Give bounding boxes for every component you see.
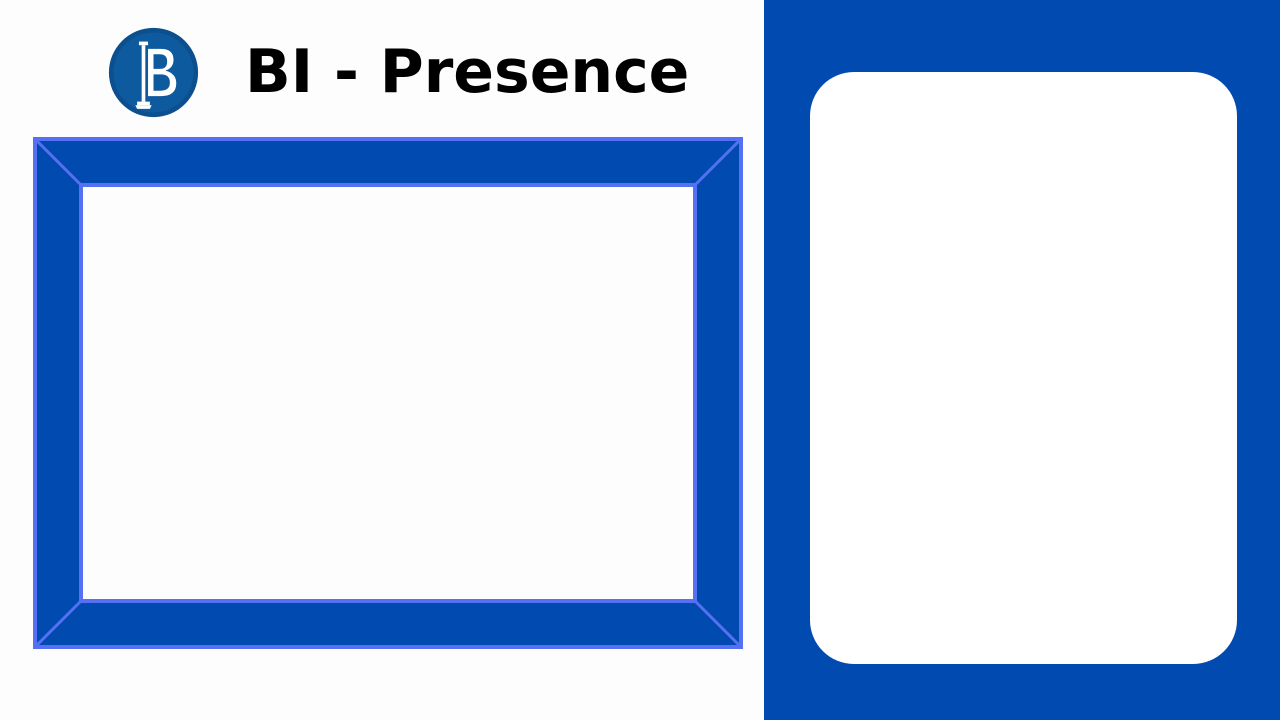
bank-indonesia-logo-icon bbox=[108, 27, 199, 117]
info-card bbox=[810, 72, 1237, 664]
app-title: BI - Presence bbox=[245, 37, 690, 107]
side-panel bbox=[764, 0, 1280, 720]
camera-preview-area bbox=[79, 183, 697, 603]
app-header: BI - Presence bbox=[108, 27, 689, 117]
camera-preview-frame bbox=[33, 137, 743, 649]
